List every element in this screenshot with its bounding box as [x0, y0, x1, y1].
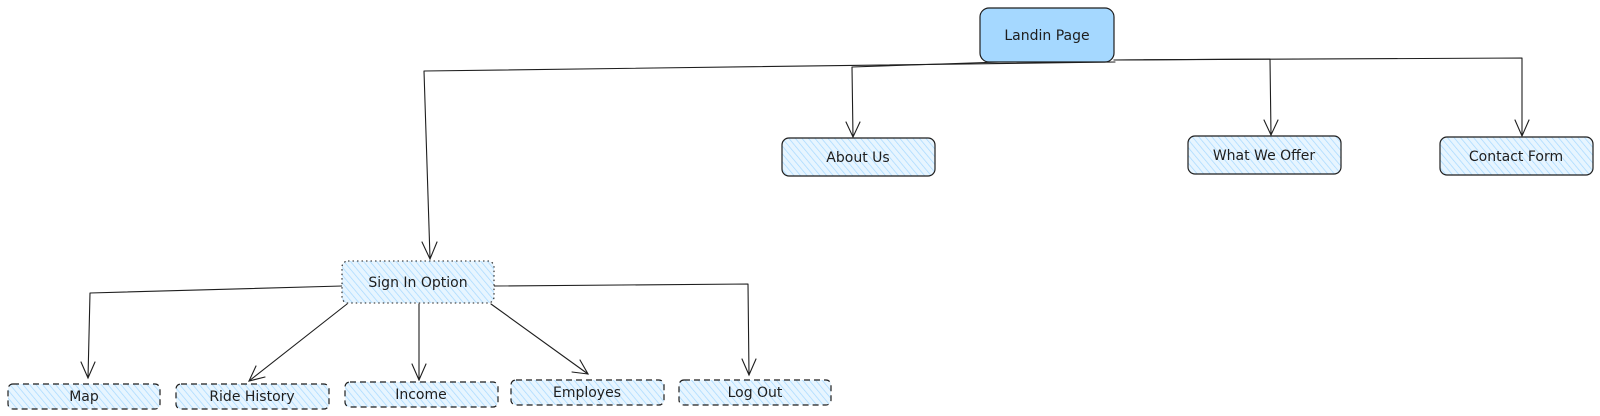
node-map-box: [7, 383, 161, 410]
node-about-us-label: About Us: [826, 150, 889, 166]
node-income-label: Income: [395, 387, 447, 403]
edge-landing-to-signin: [423, 61, 1116, 259]
edge-landing-to-contact: [1113, 57, 1523, 136]
node-ride-history[interactable]: Ride History: [175, 383, 330, 410]
edge-signin-to-ride-history: [248, 303, 348, 382]
arrowhead-about: [845, 121, 861, 139]
node-landing-page-label: Landin Page: [1004, 28, 1089, 44]
node-about-us[interactable]: About Us: [781, 137, 936, 177]
edge-landing-to-offer: [1113, 58, 1272, 136]
arrowhead-ride-history: [248, 365, 266, 382]
node-ride-history-label: Ride History: [209, 389, 294, 405]
node-income-box: [344, 381, 499, 408]
node-map-label: Map: [69, 389, 99, 405]
node-log-out-box: [678, 379, 832, 406]
node-contact-form[interactable]: Contact Form: [1439, 136, 1594, 176]
node-employes-label: Employes: [553, 385, 621, 401]
node-log-out[interactable]: Log Out: [678, 379, 832, 406]
node-what-we-offer-box: [1187, 135, 1342, 175]
node-sign-in-option-label: Sign In Option: [368, 275, 467, 291]
arrowhead-contact: [1514, 119, 1530, 138]
node-sign-in-option[interactable]: Sign In Option: [341, 260, 495, 304]
node-map[interactable]: Map: [7, 383, 161, 410]
node-what-we-offer[interactable]: What We Offer: [1187, 135, 1342, 175]
arrowhead-logout: [741, 358, 757, 377]
node-contact-form-label: Contact Form: [1469, 149, 1563, 165]
node-contact-form-box: [1439, 136, 1594, 176]
arrowhead-signin: [421, 241, 438, 261]
edge-landing-to-about: [851, 61, 1001, 138]
arrowhead-income: [411, 363, 427, 382]
node-income[interactable]: Income: [344, 381, 499, 408]
node-employes[interactable]: Employes: [510, 379, 665, 406]
node-employes-box: [510, 379, 665, 406]
edge-signin-to-map: [87, 285, 343, 379]
arrowhead-employes: [571, 359, 590, 375]
arrowhead-map: [80, 361, 96, 380]
edge-signin-to-logout: [493, 283, 750, 376]
edge-signin-to-employes: [490, 303, 589, 375]
edges: [80, 57, 1530, 382]
node-about-us-box: [781, 137, 936, 177]
node-landing-page[interactable]: Landin Page: [979, 7, 1115, 63]
arrowhead-offer: [1263, 119, 1279, 137]
node-what-we-offer-label: What We Offer: [1213, 148, 1316, 164]
nodes: Landin Page About Us What We Offer Conta…: [7, 7, 1594, 410]
node-landing-page-box: [979, 7, 1115, 63]
node-log-out-label: Log Out: [728, 385, 783, 401]
node-ride-history-box: [175, 383, 330, 410]
node-sign-in-option-box: [341, 260, 495, 304]
